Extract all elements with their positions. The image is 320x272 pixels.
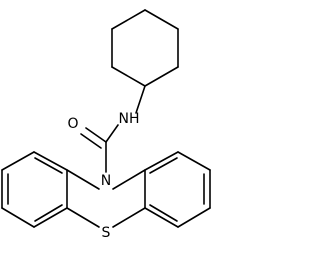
bond xyxy=(111,66,146,87)
inner-double-bond xyxy=(34,204,63,222)
bond xyxy=(112,207,146,228)
right-benzene-ring xyxy=(144,151,211,228)
bond xyxy=(1,151,35,171)
bond xyxy=(105,124,119,143)
bond xyxy=(111,9,146,30)
sulfur-label: S xyxy=(102,225,111,241)
bond xyxy=(66,169,100,190)
inner-double-bond xyxy=(34,157,63,174)
bond xyxy=(177,207,211,228)
cyclohexyl-ring xyxy=(111,9,179,87)
bond xyxy=(144,9,179,30)
double-bond xyxy=(85,127,107,143)
oxygen-label: O xyxy=(67,116,78,132)
bond xyxy=(177,151,211,171)
atom-sulfur: S xyxy=(102,225,111,241)
left-benzene-ring xyxy=(1,151,68,228)
double-bond xyxy=(80,133,102,149)
bond xyxy=(66,207,100,228)
bond xyxy=(135,85,146,114)
atom-ring-nitrogen: N xyxy=(101,173,111,189)
carboxamide-linker xyxy=(80,85,146,173)
ring-nitrogen-label: N xyxy=(101,173,111,189)
inner-double-bond xyxy=(149,204,178,222)
inner-double-bond xyxy=(149,157,178,174)
amide-nh-label: NH xyxy=(119,111,140,127)
structure-diagram: O NH N S xyxy=(1,9,211,241)
bond xyxy=(1,207,35,228)
bond xyxy=(144,151,179,171)
bond xyxy=(33,151,68,171)
bond xyxy=(144,207,179,228)
atom-amide-nh: NH xyxy=(119,111,140,127)
bond xyxy=(144,66,179,87)
atom-oxygen: O xyxy=(67,116,78,132)
phenothiazine-core xyxy=(66,169,146,228)
bond xyxy=(112,169,146,190)
bond xyxy=(33,207,68,228)
